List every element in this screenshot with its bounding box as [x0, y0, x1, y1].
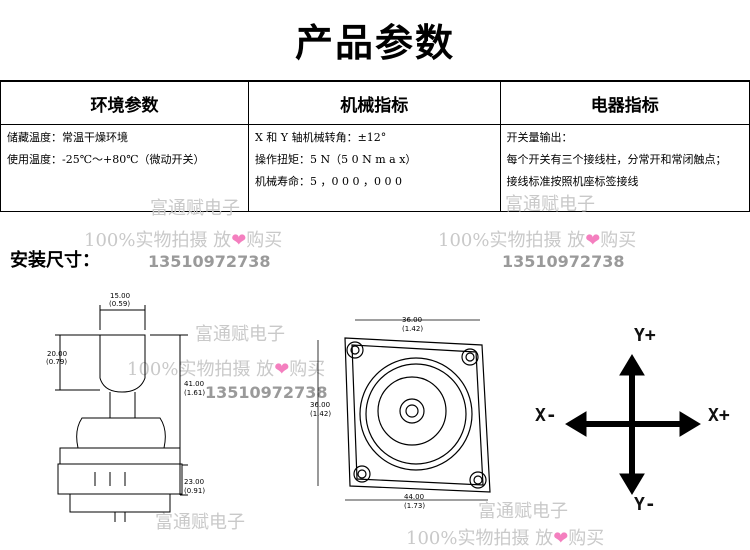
- watermark-slogan: 100%实物拍摄 放❤购买: [438, 230, 637, 251]
- watermark-company: 富通赋电子: [505, 194, 595, 215]
- mech-cell: X 和 Y 轴机械转角：±12° 操作扭矩：5 N（5 0 N m a x） 机…: [247, 124, 501, 212]
- watermark-phone: 13510972738: [148, 252, 271, 271]
- watermark-slogan: 100%实物拍摄 放❤购买: [127, 359, 326, 380]
- dim-total-h: 41.00: [184, 380, 204, 388]
- dim-top-width-in: (0.59): [109, 300, 130, 308]
- watermark-slogan: 100%实物拍摄 放❤购买: [84, 230, 283, 251]
- dim-outer-w: 44.00: [404, 493, 424, 501]
- dim-plate-h: 36.00: [310, 401, 330, 409]
- mech-torque: 操作扭矩：5 N（5 0 N m a x）: [254, 153, 417, 166]
- dim-plate-w-in: (1.42): [402, 325, 423, 333]
- axis-x-pos: X+: [708, 405, 730, 426]
- watermark-phone: 13510972738: [205, 383, 328, 402]
- dim-stick-h-in: (0.79): [46, 358, 67, 366]
- env-operating: 使用温度：-25℃～+80℃（微动开关）: [7, 153, 205, 166]
- watermark-phone: 13510972738: [502, 252, 625, 271]
- dim-outer-w-in: (1.73): [404, 502, 425, 510]
- spec-table: 环境参数 机械指标 电器指标 储藏温度：常温干燥环境 使用温度：-25℃～+80…: [0, 81, 750, 212]
- axis-y-neg: Y-: [634, 494, 656, 515]
- dim-plate-w: 36.00: [402, 316, 422, 324]
- mech-angle: X 和 Y 轴机械转角：±12°: [254, 131, 387, 144]
- watermark-company: 富通赋电子: [155, 512, 245, 533]
- mech-life: 机械寿命：5 ，0 0 0 ，0 0 0: [254, 175, 402, 188]
- dim-stick-h: 20.00: [47, 350, 67, 358]
- axis-x-neg: X-: [535, 405, 557, 426]
- elec-wiring: 接线标准按照机座标签接线: [506, 175, 639, 188]
- elec-contacts: 每个开关有三个接线柱，分常开和常闭触点；: [506, 153, 727, 166]
- watermark-company: 富通赋电子: [478, 501, 568, 522]
- env-cell: 储藏温度：常温干燥环境 使用温度：-25℃～+80℃（微动开关）: [0, 124, 249, 212]
- watermark-company: 富通赋电子: [150, 198, 240, 219]
- direction-cross: [565, 354, 701, 495]
- dim-plate-h-in: (1.42): [310, 410, 331, 418]
- elec-output: 开关量输出：: [506, 131, 573, 144]
- env-storage: 储藏温度：常温干燥环境: [7, 131, 128, 144]
- header-env: 环境参数: [0, 81, 249, 125]
- axis-y-pos: Y+: [634, 325, 656, 346]
- page-title: 产品参数: [294, 21, 455, 65]
- dim-total-h-in: (1.61): [184, 389, 205, 397]
- elec-cell: 开关量输出： 每个开关有三个接线柱，分常开和常闭触点； 接线标准按照机座标签接线: [499, 124, 750, 212]
- install-label: 安装尺寸：: [10, 250, 100, 271]
- dim-base-h: 23.00: [184, 478, 204, 486]
- top-view-drawing: [317, 319, 491, 501]
- side-view-drawing: [55, 305, 188, 522]
- dim-top-width: 15.00: [110, 292, 130, 300]
- watermark-company: 富通赋电子: [195, 324, 285, 345]
- dim-base-h-in: (0.91): [184, 487, 205, 495]
